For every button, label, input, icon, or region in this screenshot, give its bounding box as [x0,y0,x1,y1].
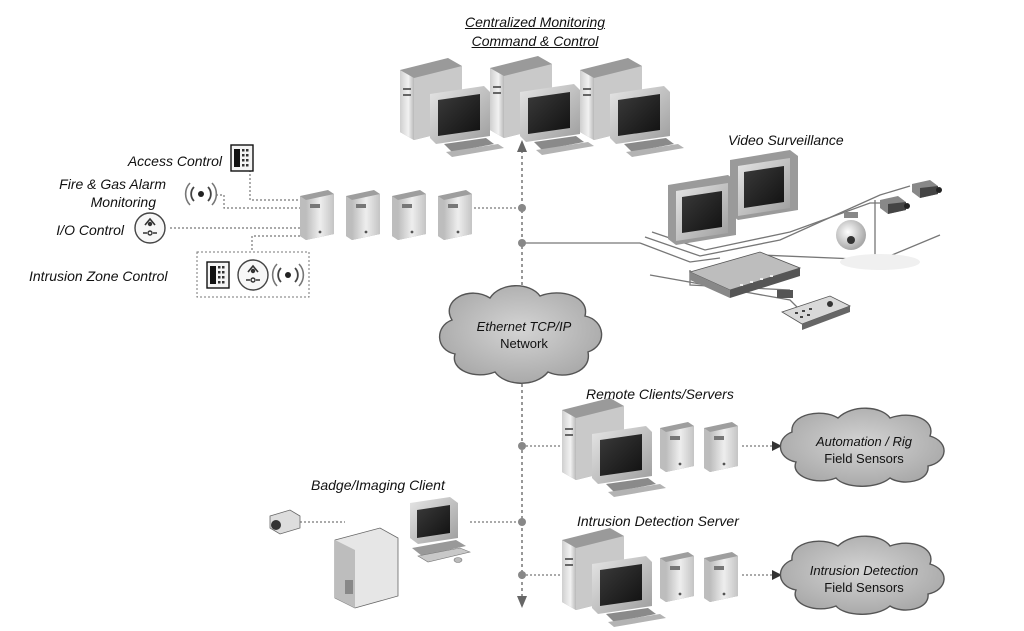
controller-panels [300,190,472,240]
backbone-node-video [518,239,526,247]
backbone-node-remote [518,442,526,450]
wireless-sensor-icon [271,263,305,287]
fire-gas-label-line2: Monitoring [90,194,156,210]
automation-cloud-line1: Automation / Rig [815,434,913,449]
central-workstation-1 [400,58,504,157]
access-control-label: Access Control [127,153,222,169]
ethernet-cloud-line2: Network [500,336,548,351]
badge-camera [269,509,301,535]
video-monitor-1 [668,175,736,245]
interface-box [777,290,793,298]
intrusion-cloud-text: Intrusion Detection Field Sensors [800,562,928,596]
intrusion-cloud-line2: Field Sensors [824,580,904,595]
backbone-node-intrusion [518,571,526,579]
badge-imaging-label: Badge/Imaging Client [311,477,445,493]
box-camera [880,196,910,214]
intrusion-server-label: Intrusion Detection Server [577,513,739,529]
intrusion-cloud [779,535,945,615]
automation-cloud-line2: Field Sensors [824,451,904,466]
central-title-line2: Command & Control [471,33,599,49]
intrusion-zone-box [196,251,310,298]
remote-panel [704,422,738,472]
central-title-line1: Centralized Monitoring [464,14,606,30]
video-surveillance-label: Video Surveillance [728,132,844,148]
ethernet-cloud-line1: Ethernet TCP/IP [476,319,572,334]
badge-workstation [410,497,471,563]
keypad-icon [206,261,230,289]
automation-cloud [779,407,945,487]
badge-printer [334,527,399,609]
ethernet-cloud-text: Ethernet TCP/IP Network [460,318,588,352]
backbone-node-badge [518,518,526,526]
intrusion-panel [660,552,694,602]
io-dial-icon [237,259,269,291]
dome-camera [836,212,920,270]
arrow-right-icon [772,570,782,580]
intrusion-cloud-line1: Intrusion Detection [809,563,919,578]
backbone-node-controllers [518,204,526,212]
ethernet-cloud [438,285,603,384]
box-camera [912,180,942,198]
fire-gas-label-line1: Fire & Gas Alarm [59,176,166,192]
arrow-right-icon [772,441,782,451]
io-dial-icon [134,212,166,244]
remote-panel [660,422,694,472]
ptz-keyboard [781,295,851,330]
remote-clients-label: Remote Clients/Servers [586,386,734,402]
video-monitor-2 [730,150,798,220]
central-workstation-2 [490,56,594,155]
video-switcher [688,251,802,298]
wireless-sensor-icon [184,182,218,206]
intrusion-zone-label: Intrusion Zone Control [29,268,168,284]
remote-workstation [562,398,666,497]
intrusion-panel [704,552,738,602]
intrusion-workstation [562,528,666,627]
io-control-label: I/O Control [56,222,124,238]
automation-cloud-text: Automation / Rig Field Sensors [800,433,928,467]
keypad-icon [230,144,254,172]
central-workstation-3 [580,58,684,157]
